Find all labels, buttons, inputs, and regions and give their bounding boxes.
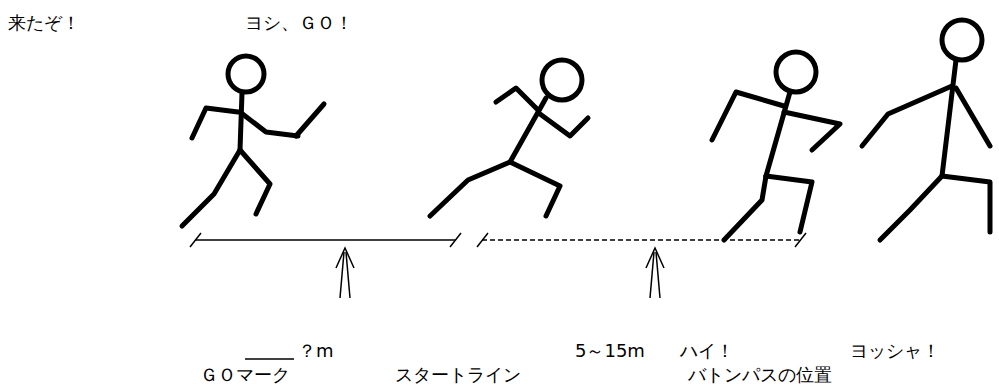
pointer-arrow bbox=[336, 248, 354, 298]
tick bbox=[477, 233, 488, 247]
tick bbox=[450, 233, 461, 247]
mark-label: スタートライン bbox=[393, 364, 523, 386]
runner-figure bbox=[712, 52, 840, 240]
blank-underline bbox=[245, 358, 294, 360]
pass-zone-line bbox=[482, 239, 800, 241]
runner-figure bbox=[430, 60, 588, 216]
runner-figure bbox=[862, 20, 990, 240]
tick bbox=[190, 233, 201, 247]
speech-text: ヨッシャ！ bbox=[848, 340, 942, 362]
runner-figure bbox=[182, 56, 324, 226]
speech-text: ハイ！ bbox=[678, 340, 736, 362]
mark-label: ＧＯマーク bbox=[198, 364, 292, 386]
speech-text: ヨシ、ＧＯ！ bbox=[243, 12, 355, 34]
go-zone-line bbox=[195, 239, 455, 241]
pointer-arrow bbox=[646, 248, 664, 298]
distance-label: 5～15m bbox=[573, 340, 647, 362]
tick bbox=[795, 233, 806, 247]
distance-label: ？m bbox=[296, 340, 336, 362]
speech-text: 来たぞ！ bbox=[6, 12, 82, 34]
mark-label: バトンパスの位置 bbox=[686, 364, 834, 386]
